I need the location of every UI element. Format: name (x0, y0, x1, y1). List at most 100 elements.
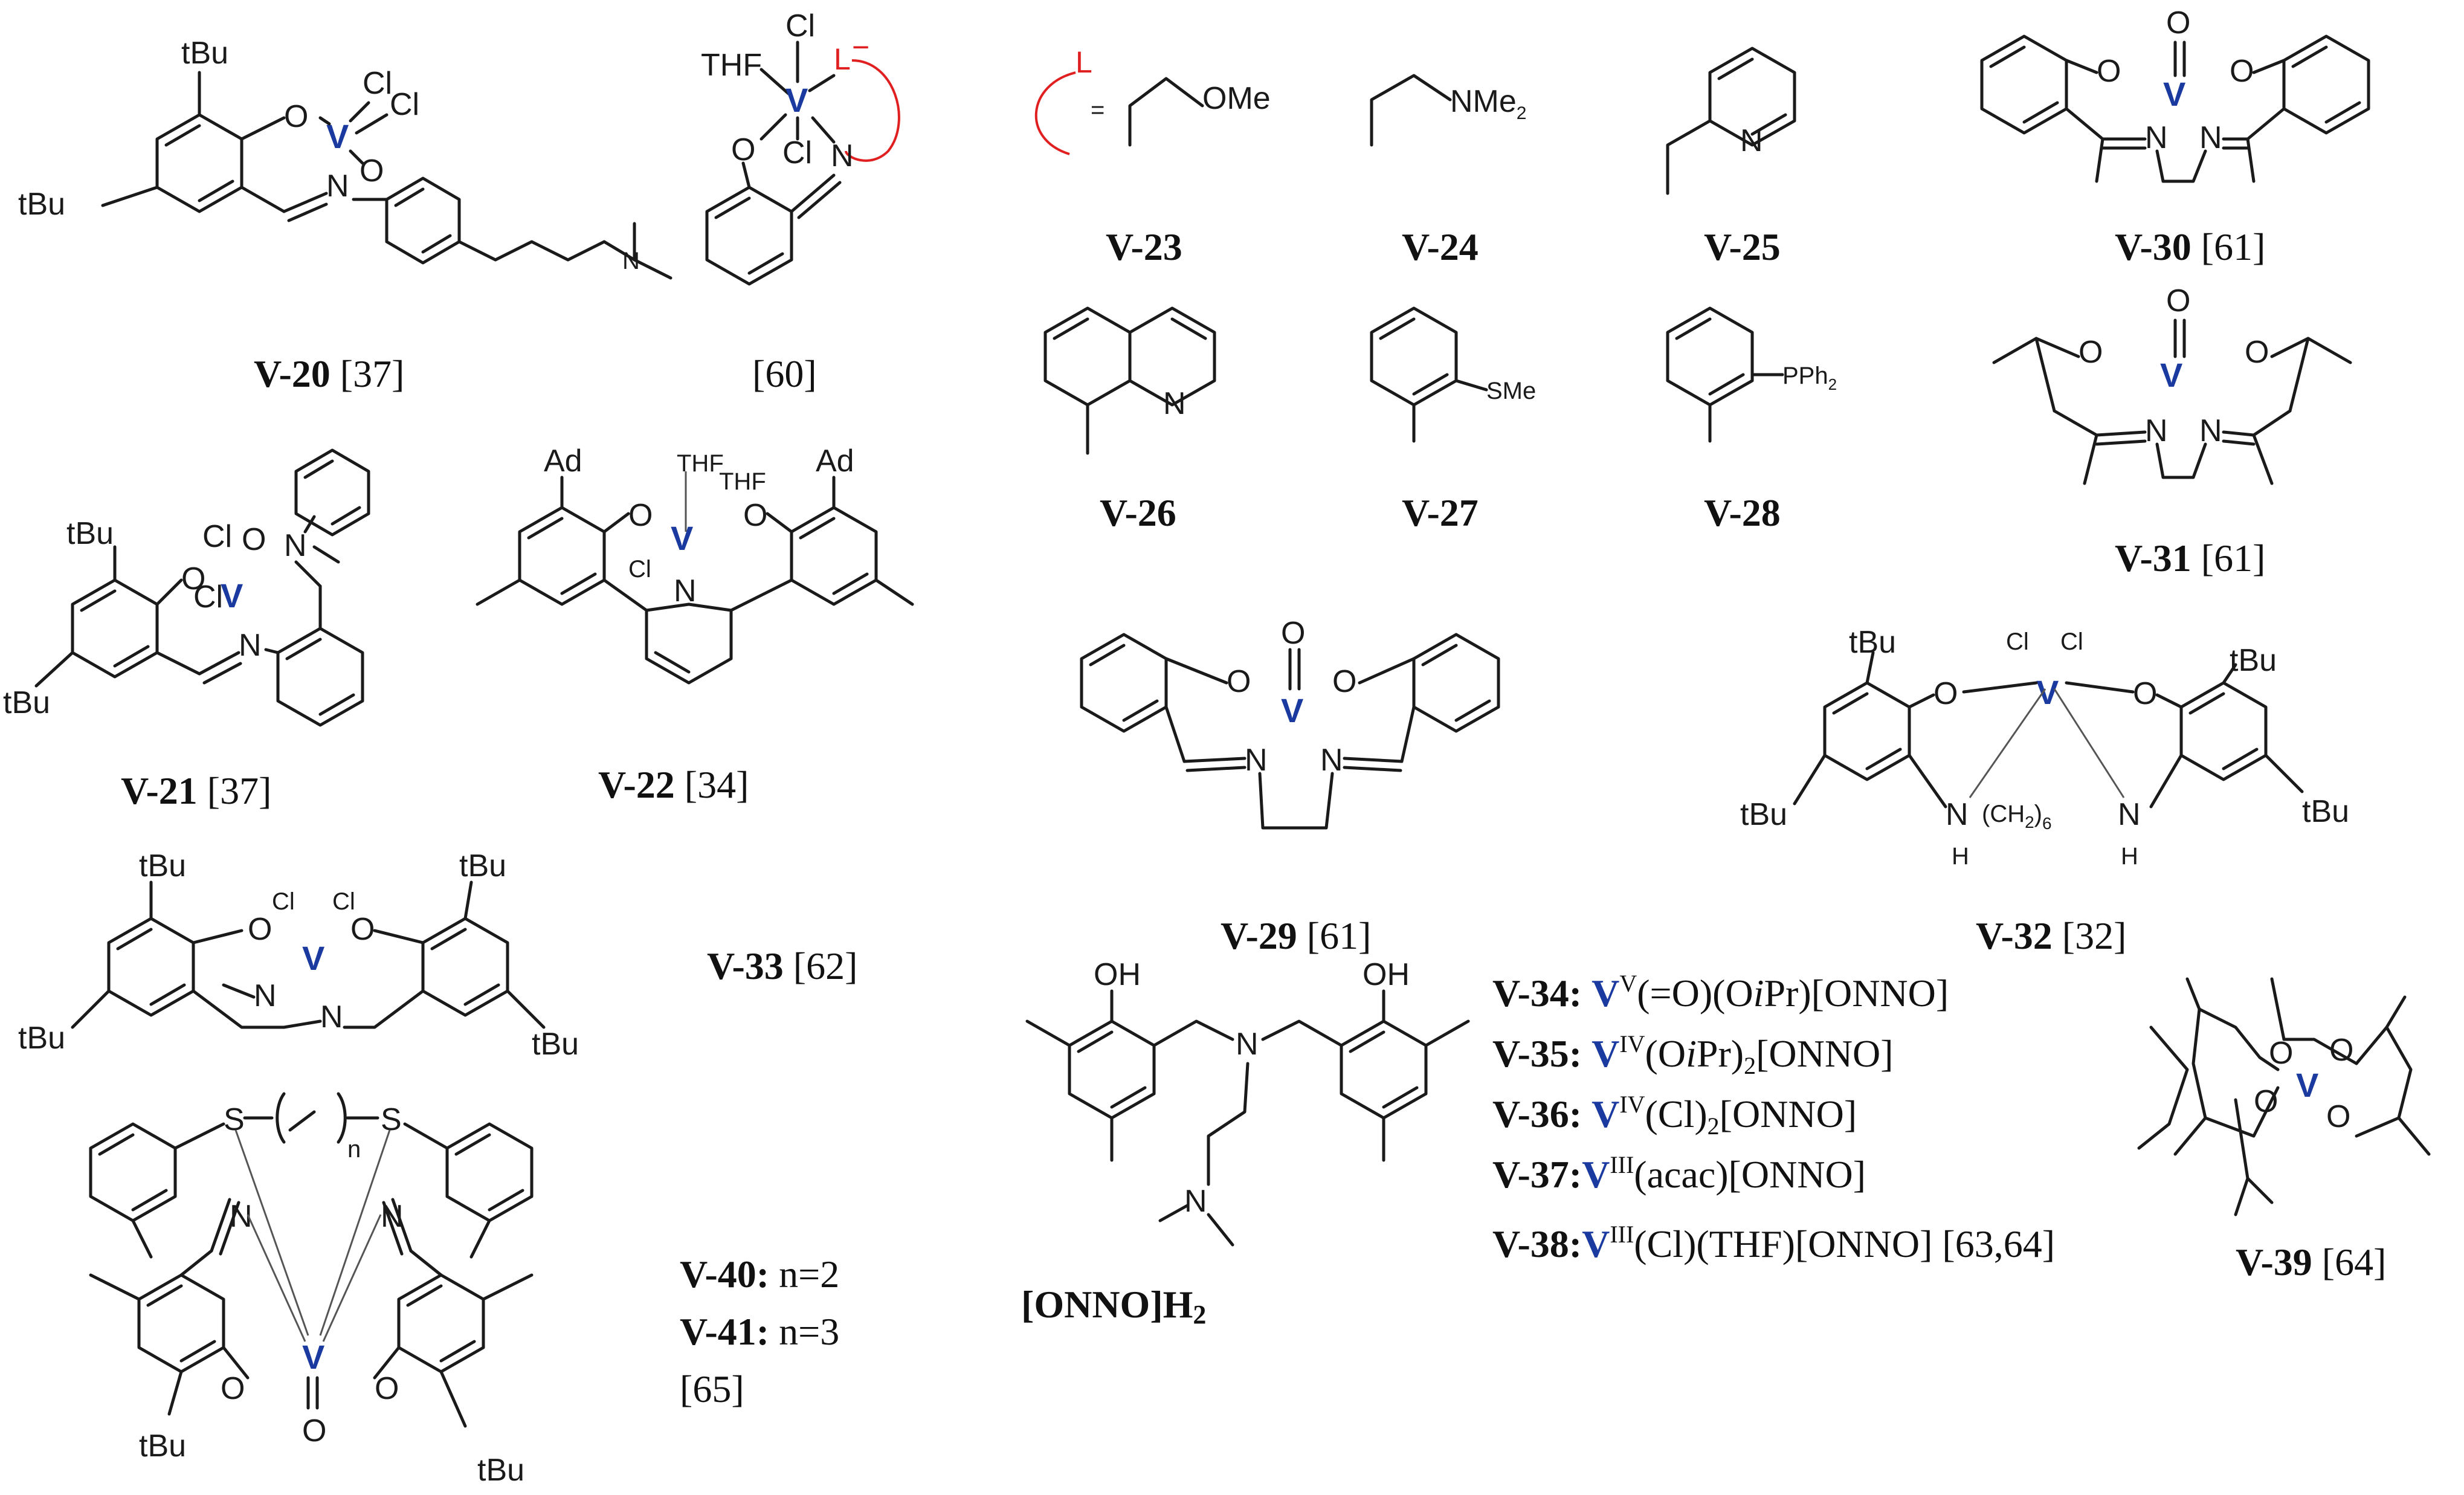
v20-oxo: O (360, 153, 384, 189)
v31-o-right: O (2245, 335, 2269, 370)
v40-s-right: S (381, 1102, 402, 1137)
v21-aryl-ring (276, 627, 364, 727)
v41-label: V-41: n=3 (680, 1310, 839, 1353)
v32-o-right: O (2133, 676, 2157, 711)
vl-ring (705, 186, 793, 286)
structure-v20: tBu tBu O N V Cl Cl O N V-20 [37] (18, 36, 672, 395)
v32-h-left: H (1952, 843, 1969, 870)
v40-n-index: n (347, 1136, 361, 1163)
structure-v27: SMe V-27 (1370, 306, 1536, 534)
v32-label: V-32 [32] (1976, 914, 2126, 957)
v40-tl-ring (89, 1122, 177, 1222)
v22-o-left: O (628, 498, 653, 533)
structure-v39: O O O O V V-39 [64] (2137, 977, 2431, 1284)
v33-cl-1: Cl (272, 888, 295, 915)
onno-oh-left: OH (1094, 957, 1141, 992)
v28-ring (1666, 306, 1754, 407)
v32-cl-1: Cl (2006, 628, 2029, 655)
v26-n: N (1163, 386, 1186, 421)
v22-v: V (671, 519, 693, 557)
structure-v31: O O V O N N V-31 [61] (1992, 283, 2352, 580)
v37-entry: V-37:VIII(acac)[ONNO] (1492, 1151, 1866, 1196)
v31-oxo: O (2166, 283, 2190, 318)
v32-tbu-4: tBu (2302, 794, 2349, 829)
v40-v: V (302, 1338, 324, 1376)
v21-cl2: Cl (193, 580, 223, 615)
v20-label: V-20 [37] (254, 352, 404, 395)
v33-o-left: O (248, 912, 272, 947)
v33-right-ring (421, 917, 509, 1017)
structure-v21: tBu tBu O V Cl Cl O N N V-21 [37] (3, 448, 370, 812)
v39-o-3: O (2329, 1033, 2353, 1068)
v30-n-right: N (2199, 120, 2222, 155)
onno-label: [ONNO]H2 (1021, 1283, 1206, 1329)
v35-entry: V-35: VIV(OiPr)2[ONNO] (1492, 1030, 1894, 1079)
v21-tbu-top: tBu (66, 516, 114, 551)
v34-entry: V-34: VV(=O)(OiPr)[ONNO] (1492, 970, 1949, 1015)
v39-v: V (2296, 1066, 2318, 1104)
v21-v: V (221, 576, 243, 615)
v20-phenol-ring (155, 113, 243, 213)
structure-v26: N V-26 (1043, 306, 1216, 534)
v38-entry: V-38:VIII(Cl)(THF)[ONNO] [63,64] (1492, 1221, 2055, 1265)
v22-cl: Cl (628, 556, 651, 583)
v30-left-ring (1980, 34, 2068, 135)
v24-label: V-24 (1402, 225, 1479, 268)
v28-pph2: PPh2 (1782, 363, 1837, 393)
v21-tbu-left: tBu (3, 685, 50, 720)
v23-ome: OMe (1202, 81, 1271, 116)
v40-s-left: S (224, 1102, 245, 1137)
v32-nh-left: N (1946, 797, 1969, 832)
v33-cl-2: Cl (332, 888, 355, 915)
v22-o-right: O (743, 498, 767, 533)
v20-n: N (326, 169, 349, 204)
v20-tbu-top: tBu (181, 36, 228, 71)
v32-o-left: O (1933, 676, 1958, 711)
vl-v: V (785, 81, 808, 119)
onno-left-ring (1068, 1019, 1156, 1120)
v20-cl2: Cl (390, 87, 419, 122)
v20-tbu-left: tBu (18, 187, 65, 222)
v32-cl-2: Cl (2060, 628, 2083, 655)
structure-v28: PPh2 V-28 (1666, 306, 1837, 534)
v30-v: V (2163, 75, 2185, 113)
v40-tbu-right: tBu (477, 1453, 524, 1488)
vl-n: N (831, 138, 854, 173)
v30-right-ring (2282, 34, 2370, 135)
v36-entry: V-36: VIV(Cl)2[ONNO] (1492, 1091, 1857, 1140)
structure-v29: O O V O N N V-29 [61] (1080, 616, 1500, 957)
v20-aryl-ring (385, 176, 461, 265)
v25-label: V-25 (1704, 225, 1781, 268)
v25-n: N (1740, 123, 1763, 158)
v33-tbu-2: tBu (18, 1021, 65, 1056)
v22-left-ring (518, 506, 606, 606)
v30-label: V-30 [61] (2115, 225, 2265, 268)
onno-oh-right: OH (1363, 957, 1410, 992)
v32-tbu-3: tBu (2230, 643, 2277, 678)
v32-v: V (2036, 673, 2059, 711)
v29-v: V (1281, 691, 1303, 729)
v33-label: V-33 [62] (707, 944, 857, 987)
v23-eq: = (1091, 97, 1105, 123)
v31-n-left: N (2145, 413, 2168, 448)
v30-n-left: N (2145, 120, 2168, 155)
v33-v: V (302, 939, 324, 977)
v20-amine-n: N (622, 248, 640, 274)
vl-cl-top: Cl (785, 8, 815, 44)
v24-nme2: NMe2 (1450, 84, 1526, 123)
svg-text:−: − (852, 30, 869, 64)
v22-ad-right: Ad (816, 444, 854, 479)
v32-tbu-1: tBu (1849, 625, 1896, 660)
v27-ring (1370, 306, 1458, 407)
v39-o-1: O (2269, 1036, 2293, 1071)
v22-thf-1: THF (677, 450, 724, 477)
v40-oxo: O (302, 1413, 326, 1448)
structure-v-generic-l: THF Cl V L − Cl O N [60] (701, 8, 900, 395)
v40-o-right: O (375, 1371, 399, 1406)
v39-label: V-39 [64] (2236, 1241, 2386, 1284)
v22-thf-2: THF (719, 468, 766, 495)
v23-l: L (1076, 45, 1092, 79)
v23-ligand-arc (1034, 71, 1076, 155)
v32-left-ring (1823, 681, 1911, 781)
